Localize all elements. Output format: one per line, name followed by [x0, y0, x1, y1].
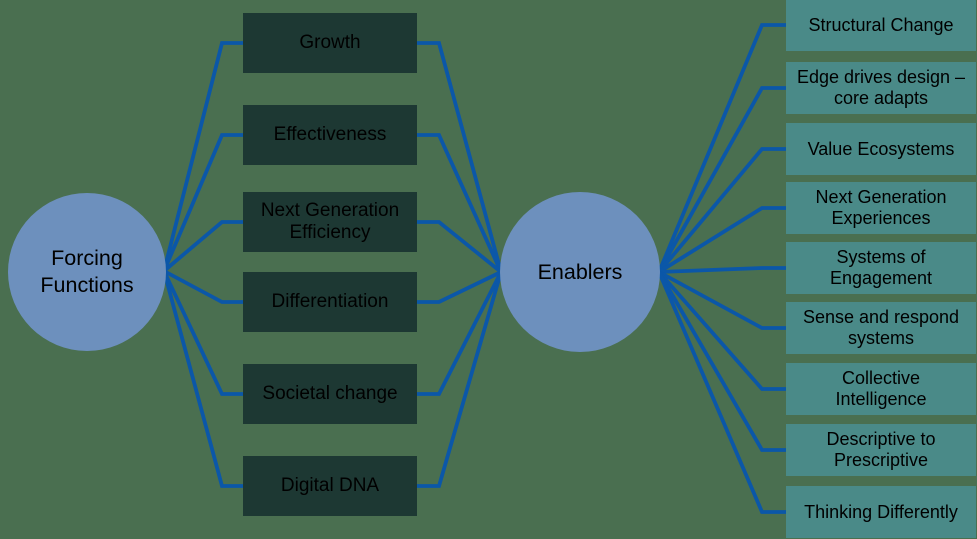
enabler-box: Descriptive to Prescriptive: [786, 424, 976, 476]
connector-line: [417, 133, 503, 273]
connector-line: [657, 270, 786, 391]
connector-line: [162, 220, 243, 273]
enabler-box: Structural Change: [786, 0, 976, 51]
enabler-box: Next Generation Experiences: [786, 182, 976, 234]
forcing-function-box: Next Generation Efficiency: [243, 192, 417, 252]
connector-line: [657, 86, 786, 273]
connector-line: [417, 41, 503, 273]
connector-line: [417, 271, 503, 488]
forcing-function-box: Effectiveness: [243, 105, 417, 165]
connector-line: [417, 220, 503, 274]
connector-line: [658, 270, 786, 330]
connector-line: [162, 270, 243, 488]
enabler-box: Value Ecosystems: [786, 123, 976, 175]
forcing-function-box: Growth: [243, 13, 417, 73]
connector-line: [417, 270, 502, 304]
connector-line: [657, 147, 786, 274]
connector-line: [657, 271, 786, 452]
connector-line: [417, 271, 503, 396]
enablers-circle: Enablers: [500, 192, 660, 352]
enabler-box: Edge drives design – core adapts: [786, 62, 976, 114]
forcing-function-box: Digital DNA: [243, 456, 417, 516]
connector-line: [162, 270, 243, 396]
connector-line: [163, 269, 243, 304]
enabler-box: Thinking Differently: [786, 486, 976, 538]
connector-line: [658, 266, 786, 274]
connector-line: [657, 271, 786, 514]
connector-line: [162, 133, 243, 272]
connector-line: [657, 23, 786, 273]
forcing-function-box: Differentiation: [243, 272, 417, 332]
connector-line: [162, 41, 243, 272]
forcing-function-box: Societal change: [243, 364, 417, 424]
enablers-label: Enablers: [537, 259, 623, 284]
connector-line: [657, 206, 786, 274]
forcing-functions-circle: Forcing Functions: [8, 193, 166, 351]
enabler-box: Systems of Engagement: [786, 242, 976, 294]
enabler-box: Collective Intelligence: [786, 363, 976, 415]
enabler-box: Sense and respond systems: [786, 302, 976, 354]
forcing-functions-label: Forcing Functions: [40, 246, 134, 297]
